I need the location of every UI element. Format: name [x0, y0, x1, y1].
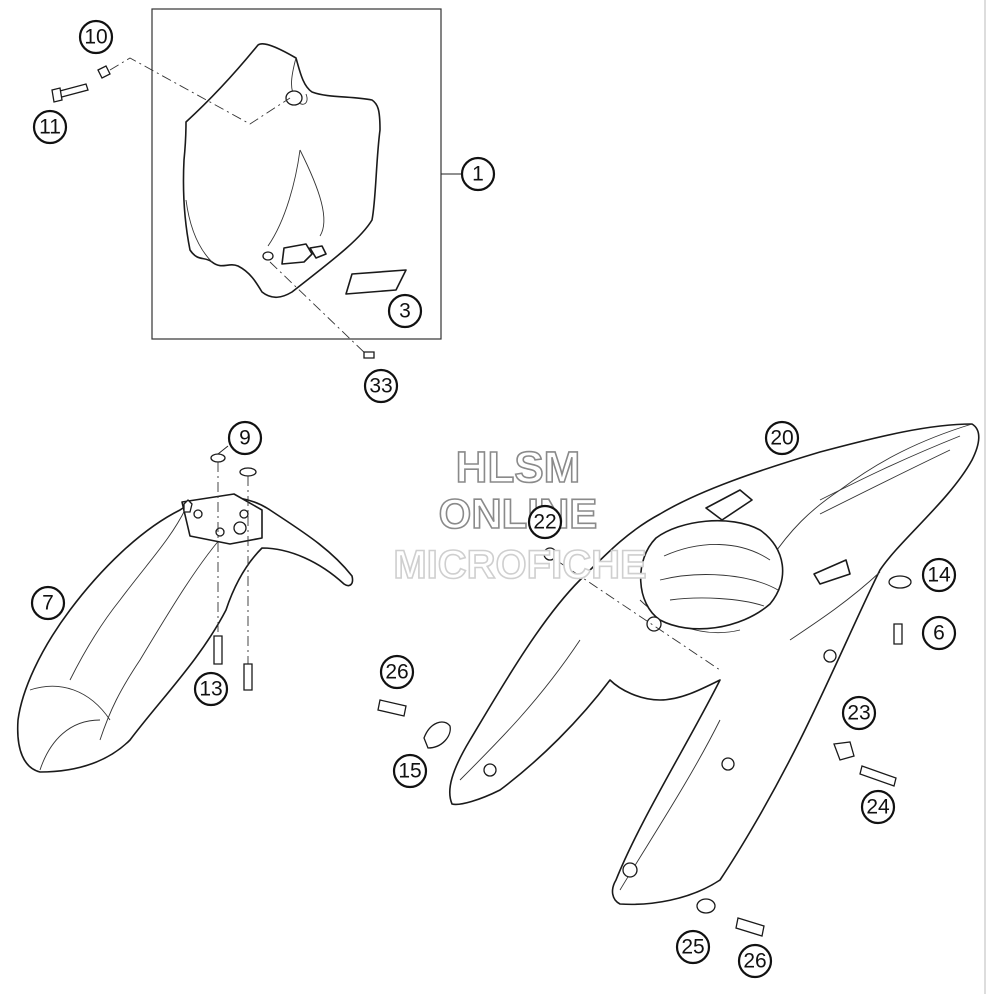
callout-9: 9 — [227, 420, 263, 456]
callout-label: 25 — [681, 936, 704, 959]
callout-label: 20 — [770, 427, 793, 450]
callout-label: 13 — [199, 678, 222, 701]
callout-label: 15 — [398, 760, 421, 783]
callout-label: 33 — [369, 375, 392, 398]
nut-part-23 — [833, 741, 855, 761]
callout-3: 3 — [387, 293, 423, 329]
callout-label: 26 — [385, 661, 408, 684]
callout-20: 20 — [764, 420, 800, 456]
screw-part-33 — [269, 261, 375, 359]
callout-13: 13 — [193, 671, 229, 707]
screw-part-6 — [893, 623, 903, 645]
watermark: HLSM ONLINE MICROFICHE — [393, 442, 648, 588]
callout-26a: 26 — [379, 654, 415, 690]
callout-label: 23 — [847, 702, 870, 725]
callout-22: 22 — [527, 504, 563, 540]
number-plate-part — [182, 43, 381, 299]
callout-24: 24 — [860, 789, 896, 825]
screw-part-11 — [51, 57, 291, 125]
watermark-line-1: HLSM — [456, 443, 581, 492]
callout-label: 9 — [239, 427, 251, 450]
callout-26b: 26 — [737, 943, 773, 979]
callout-6: 6 — [921, 615, 957, 651]
callout-25: 25 — [675, 929, 711, 965]
rear-fender-part — [448, 423, 980, 906]
callout-label: 24 — [866, 796, 890, 819]
screw-part-13a — [213, 635, 223, 665]
callout-33: 33 — [363, 368, 399, 404]
callout-label: 7 — [42, 592, 54, 615]
watermark-line-3: MICROFICHE — [393, 543, 646, 587]
washer-part-9b — [239, 467, 257, 477]
screw-part-26a — [377, 699, 407, 717]
screw-part-26b — [735, 917, 765, 937]
front-fender-part — [16, 493, 354, 773]
callout-label: 14 — [927, 564, 951, 587]
sticker-part — [345, 269, 407, 295]
watermark-line-2: ONLINE — [439, 490, 598, 537]
callout-11: 11 — [32, 109, 68, 145]
washer-part-9a — [210, 453, 226, 463]
callout-label: 3 — [399, 300, 411, 323]
screw-part-24 — [859, 765, 897, 787]
grommet-part-15 — [423, 721, 451, 749]
callout-label: 10 — [84, 26, 107, 49]
callout-15: 15 — [392, 753, 428, 789]
callout-label: 1 — [472, 163, 484, 186]
callout-label: 6 — [933, 622, 945, 645]
callout-23: 23 — [841, 695, 877, 731]
grommet-part-14 — [888, 575, 912, 589]
callout-label: 22 — [533, 511, 556, 534]
callout-label: 26 — [743, 950, 766, 973]
callout-14: 14 — [921, 557, 957, 593]
callout-label: 11 — [39, 116, 61, 139]
callout-10: 10 — [78, 19, 114, 55]
callout-7: 7 — [30, 585, 66, 621]
callout-1: 1 — [460, 156, 496, 192]
screw-part-13b — [243, 663, 253, 691]
washer-part-25 — [696, 898, 716, 914]
nut-part-22 — [543, 547, 557, 561]
